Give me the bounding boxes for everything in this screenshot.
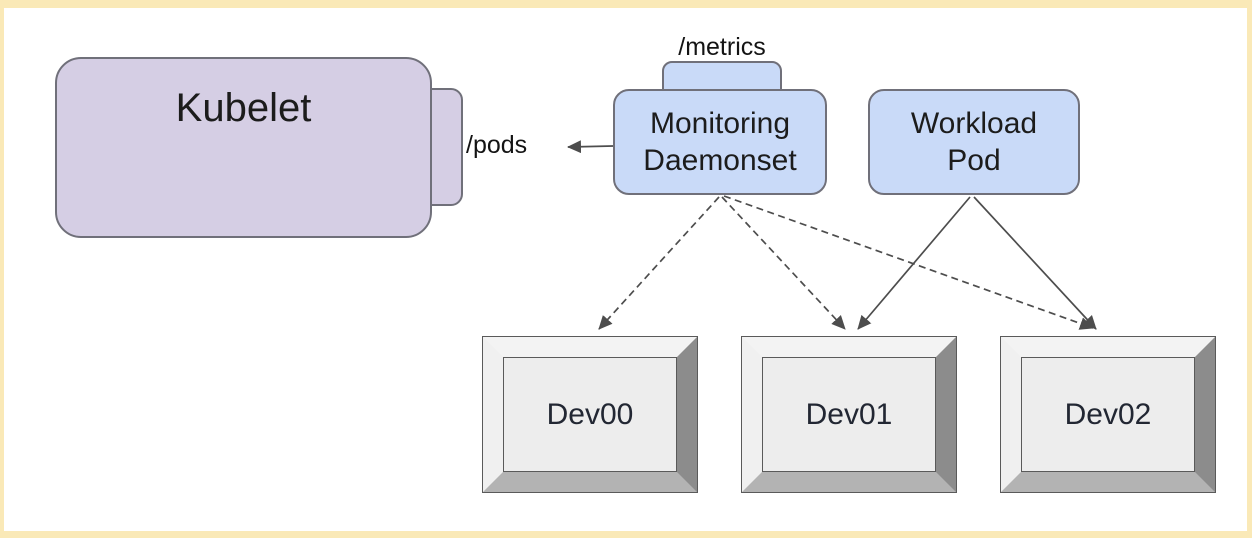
- workload-pod-node: Workload Pod: [868, 89, 1080, 195]
- workload-pod-label: Workload Pod: [910, 107, 1038, 177]
- kubelet-node: Kubelet: [55, 57, 432, 238]
- device-node-dev02: Dev02: [1001, 337, 1215, 492]
- edge-workload-pod-to-dev01: [857, 196, 971, 330]
- device-node-dev00: Dev00: [483, 337, 697, 492]
- monitoring-daemonset-node: Monitoring Daemonset: [613, 89, 827, 195]
- monitoring-daemonset-label: Monitoring Daemonset: [643, 107, 797, 177]
- edge-monitoring-daemonset-to-dev02: [723, 195, 1094, 330]
- edge-monitoring-daemonset-to-dev00: [598, 196, 720, 330]
- kubelet-label: Kubelet: [175, 86, 312, 130]
- device-label: Dev02: [1021, 357, 1195, 472]
- pods-endpoint-label: /pods: [466, 131, 528, 159]
- device-label: Dev01: [762, 357, 936, 472]
- edge-monitoring-daemonset-to-dev01: [721, 196, 846, 330]
- metrics-endpoint-label: /metrics: [678, 33, 766, 61]
- device-label: Dev00: [503, 357, 677, 472]
- device-node-dev01: Dev01: [742, 337, 956, 492]
- edge-workload-pod-to-dev02: [973, 196, 1097, 330]
- edge-monitoring-daemonset-to-pods-endpoint: [567, 140, 614, 154]
